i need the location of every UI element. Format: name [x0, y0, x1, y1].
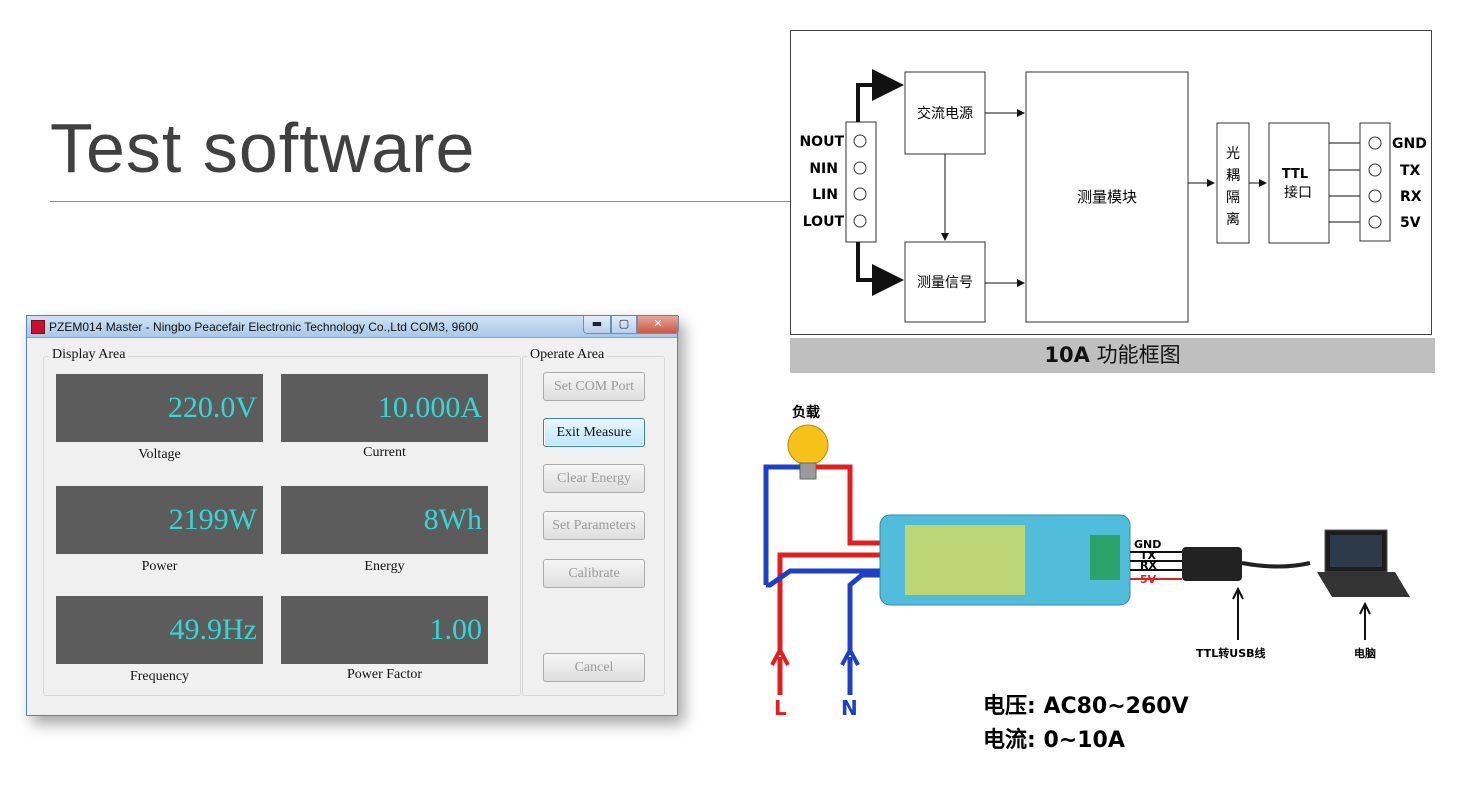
terminal-lin: LIN [812, 187, 838, 203]
energy-label: Energy [364, 559, 405, 574]
signal-gnd: GND [1134, 538, 1161, 551]
title-divider [50, 201, 790, 202]
terminal-tx: TX [1400, 163, 1421, 179]
operate-area-label: Operate Area [527, 347, 608, 363]
voltage-display: 220.0V [56, 374, 263, 442]
slide-title: Test software [50, 109, 476, 187]
measure-module-box: 测量模块 [1077, 188, 1137, 206]
power-label: Power [141, 559, 178, 574]
computer-label: 电脑 [1354, 646, 1376, 660]
calibrate-button[interactable]: Calibrate [543, 559, 645, 588]
app-window: PZEM014 Master - Ningbo Peacefair Electr… [26, 315, 679, 716]
opto-char-1: 光 [1226, 146, 1240, 162]
set-parameters-button[interactable]: Set Parameters [543, 511, 645, 540]
power-display: 2199W [56, 486, 263, 554]
window-titlebar[interactable]: PZEM014 Master - Ningbo Peacefair Electr… [27, 316, 679, 338]
caption-bold: 10A [1044, 343, 1090, 367]
energy-display: 8Wh [281, 486, 488, 554]
display-area-label: Display Area [49, 347, 129, 363]
line-label: L [774, 696, 787, 720]
display-area-group [43, 356, 521, 696]
neutral-label: N [841, 696, 858, 720]
cancel-button[interactable]: Cancel [543, 653, 645, 682]
ttl-usb-adapter [1182, 547, 1242, 581]
minimize-button[interactable]: ▬ [583, 316, 611, 334]
wiring-diagram: 负载 L N GND TX RX 5V TTL转USB线 电脑 电压: AC80… [763, 404, 1410, 753]
signal-rx: RX [1140, 559, 1157, 572]
frequency-label: Frequency [129, 669, 190, 684]
block-diagram: NOUT NIN LIN LOUT 交流电源 测量信号 测量模块 光 耦 隔 离… [799, 69, 1427, 323]
window-title: PZEM014 Master - Ningbo Peacefair Electr… [49, 320, 479, 334]
frequency-display: 49.9Hz [56, 596, 263, 664]
clear-energy-button[interactable]: Clear Energy [543, 464, 645, 493]
voltage-label: Voltage [138, 447, 181, 462]
terminal-gnd: GND [1392, 136, 1427, 152]
laptop-icon [1317, 529, 1410, 597]
exit-measure-button[interactable]: Exit Measure [543, 418, 645, 447]
opto-char-4: 离 [1226, 211, 1240, 228]
measure-signal-box: 测量信号 [917, 275, 973, 291]
cable-label: TTL转USB线 [1196, 646, 1266, 660]
current-spec: 电流: 0~10A [983, 727, 1125, 753]
close-button[interactable]: ✕ [637, 316, 679, 334]
ac-power-box: 交流电源 [917, 105, 973, 122]
load-label: 负载 [792, 404, 820, 421]
terminal-nin: NIN [809, 161, 838, 177]
block-diagram-caption: 10A 功能框图 [790, 338, 1435, 373]
current-display: 10.000A [281, 374, 488, 442]
right-terminal-circles [1368, 136, 1382, 229]
terminal-5v: 5V [1400, 215, 1421, 231]
power-factor-display: 1.00 [281, 596, 488, 664]
terminal-rx: RX [1400, 189, 1422, 205]
signal-5v: 5V [1140, 573, 1157, 586]
set-com-port-button[interactable]: Set COM Port [543, 372, 645, 401]
caption-rest: 功能框图 [1089, 343, 1181, 367]
opto-char-2: 耦 [1226, 168, 1240, 184]
light-bulb-icon [787, 424, 829, 480]
ttl-label: TTL [1282, 167, 1308, 182]
opto-char-3: 隔 [1226, 190, 1240, 206]
app-icon [31, 320, 45, 334]
voltage-spec: 电压: AC80~260V [983, 694, 1189, 719]
ttl-interface-label: 接口 [1284, 184, 1312, 201]
maximize-button[interactable]: ▢ [611, 316, 637, 334]
terminal-lout: LOUT [803, 214, 845, 230]
current-label: Current [363, 445, 406, 460]
signal-tx: TX [1140, 549, 1157, 562]
power-factor-label: Power Factor [346, 667, 423, 682]
terminal-nout: NOUT [799, 134, 844, 150]
left-terminal-circles [853, 134, 867, 228]
